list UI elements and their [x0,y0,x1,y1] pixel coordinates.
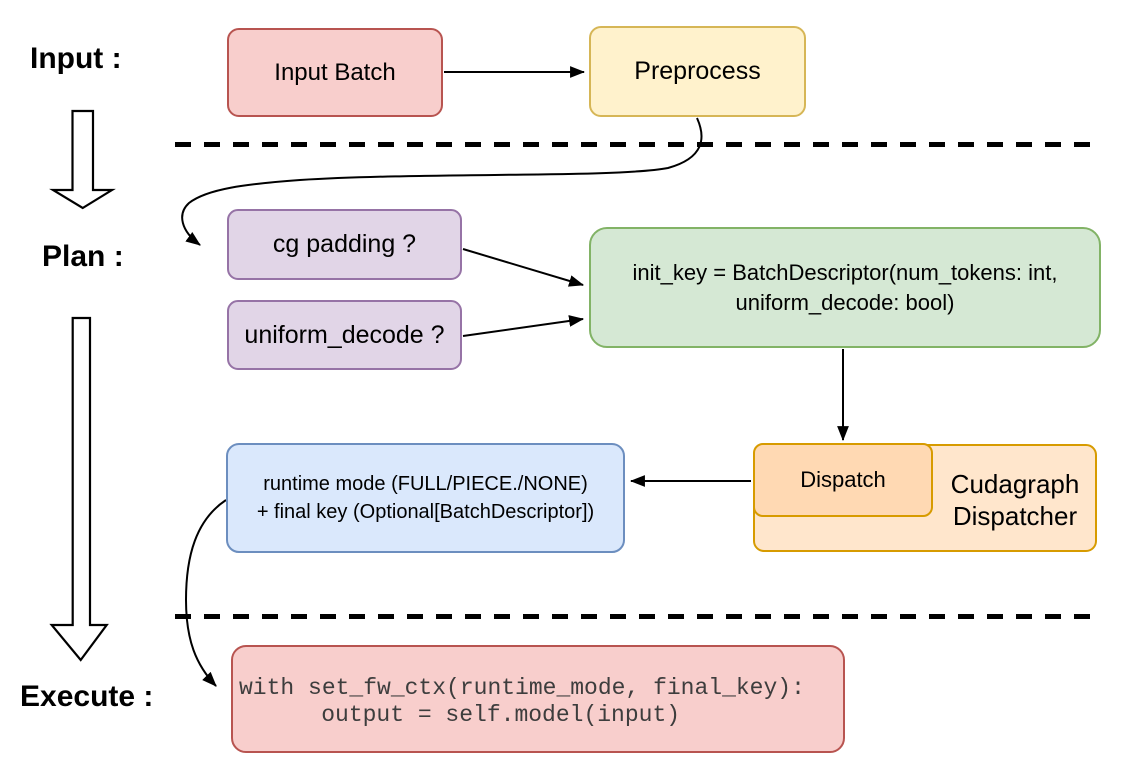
node-input-batch: Input Batch [227,28,443,117]
node-dispatch: Dispatch [753,443,933,517]
node-cg-padding: cg padding ? [227,209,462,280]
stage-label-execute: Execute : [20,680,154,713]
stage-label-plan: Plan : [42,240,124,273]
node-execute-code-line2: output = self.model(input) [266,702,681,728]
node-cg-padding-label: cg padding ? [272,230,417,259]
node-init-key-line1: init_key = BatchDescriptor(num_tokens: i… [632,260,1058,286]
stage-label-input: Input : [30,42,122,75]
node-uniform-decode: uniform_decode ? [227,300,462,370]
arrow-runtime-mode-to-execute-code [184,499,227,687]
stage-arrow-input-to-plan [49,109,116,210]
arrow-cg-padding-to-init-key [462,248,585,287]
node-cudagraph-line2: Dispatcher [952,501,1078,531]
node-preprocess: Preprocess [589,26,806,117]
node-init-key-line2: uniform_decode: bool) [735,289,955,315]
node-execute-code: with set_fw_ctx(runtime_mode, final_key)… [231,645,845,753]
node-init-key: init_key = BatchDescriptor(num_tokens: i… [589,227,1101,348]
stage-arrow-plan-to-execute [49,316,109,662]
node-cudagraph-line1: Cudagraph [950,469,1080,499]
node-preprocess-label: Preprocess [634,57,761,86]
arrow-uniform-decode-to-init-key [462,315,585,337]
node-runtime-mode-line1: runtime mode (FULL/PIECE./NONE) [263,473,588,495]
node-runtime-mode-line2: + final key (Optional[BatchDescriptor]) [256,501,595,523]
node-execute-code-line1: with set_fw_ctx(runtime_mode, final_key)… [239,675,805,701]
node-cudagraph-dispatcher-label: Cudagraph Dispatcher [933,468,1097,532]
node-input-batch-label: Input Batch [274,58,396,86]
node-dispatch-label: Dispatch [800,466,886,492]
node-uniform-decode-label: uniform_decode ? [244,320,445,349]
node-runtime-mode: runtime mode (FULL/PIECE./NONE) + final … [226,443,625,553]
